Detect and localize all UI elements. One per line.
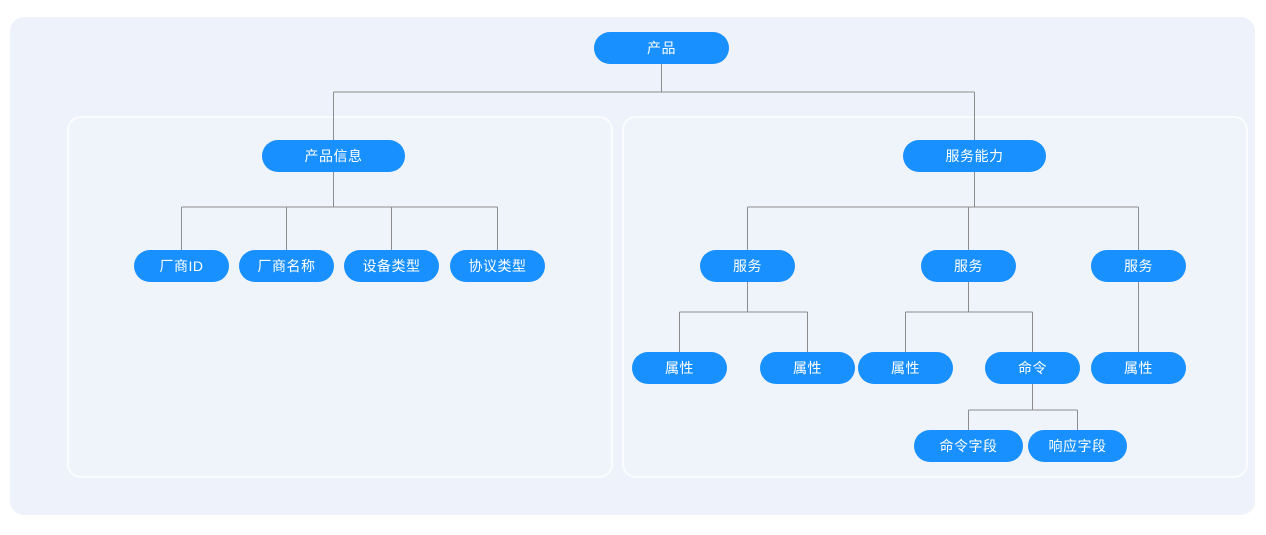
node-property-4[interactable]: 属性 [1091, 352, 1186, 384]
node-property-2[interactable]: 属性 [760, 352, 855, 384]
node-service-3[interactable]: 服务 [1091, 250, 1186, 282]
node-command-field[interactable]: 命令字段 [914, 430, 1023, 462]
node-product-root[interactable]: 产品 [594, 32, 729, 64]
node-property-3[interactable]: 属性 [858, 352, 953, 384]
node-property-1[interactable]: 属性 [632, 352, 727, 384]
node-product-info[interactable]: 产品信息 [262, 140, 405, 172]
node-service-2[interactable]: 服务 [921, 250, 1016, 282]
product-info-group-panel [67, 116, 613, 478]
node-command[interactable]: 命令 [985, 352, 1080, 384]
node-vendor-name[interactable]: 厂商名称 [239, 250, 334, 282]
node-response-field[interactable]: 响应字段 [1028, 430, 1127, 462]
node-service-capability[interactable]: 服务能力 [903, 140, 1046, 172]
node-protocol-type[interactable]: 协议类型 [450, 250, 545, 282]
node-service-1[interactable]: 服务 [700, 250, 795, 282]
service-capability-group-panel [622, 116, 1248, 478]
node-vendor-id[interactable]: 厂商ID [134, 250, 229, 282]
node-device-type[interactable]: 设备类型 [344, 250, 439, 282]
